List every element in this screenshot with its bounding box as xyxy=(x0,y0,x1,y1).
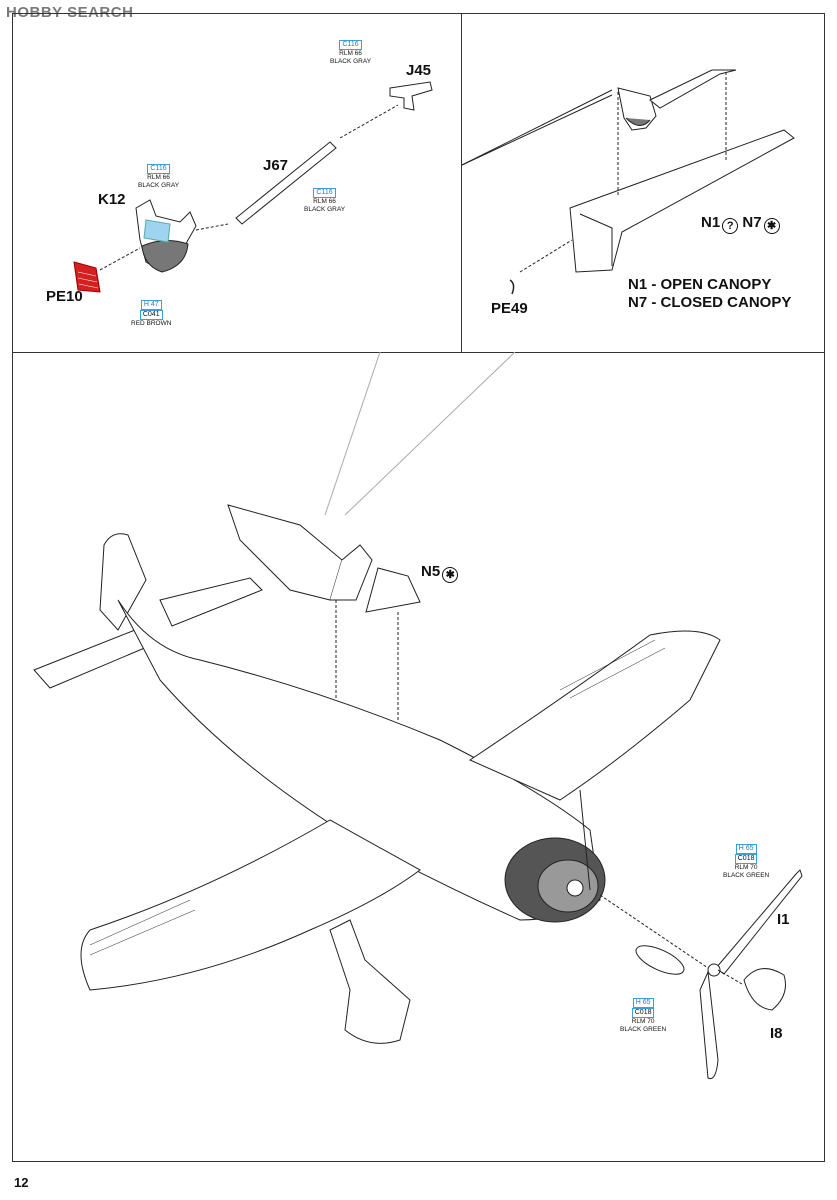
canopy-rear xyxy=(330,544,373,601)
wing-detail xyxy=(89,899,196,956)
paint-callout-pe10: H 47 C041 RED BROWN xyxy=(131,300,171,328)
k12-clear-panel xyxy=(143,219,171,243)
label-j45: J45 xyxy=(406,62,432,79)
paint-name: RLM 66 xyxy=(313,198,336,205)
part-pe49 xyxy=(509,279,515,295)
paint-code-alt: C018 xyxy=(734,854,758,864)
open-canopy-icon: ? xyxy=(722,218,739,234)
label-pe49: PE49 xyxy=(491,300,528,317)
part-i8-spinner xyxy=(743,968,786,1011)
propeller-blade xyxy=(635,945,685,975)
paint-color: BLACK GRAY xyxy=(138,181,180,189)
paint-callout-i1: H 65 C018 RLM 70 BLACK GREEN xyxy=(723,844,769,879)
callout-line xyxy=(461,94,613,166)
pe10-slots xyxy=(77,271,99,289)
part-n5 xyxy=(365,567,421,613)
wing-detail xyxy=(559,639,666,699)
page-number: 12 xyxy=(14,1175,29,1190)
label-j67: J67 xyxy=(263,157,289,174)
canopy-frame xyxy=(579,213,613,266)
label-n5: N5✱ xyxy=(421,563,459,583)
paint-code: H 65 xyxy=(632,998,654,1008)
paint-color: BLACK GREEN xyxy=(723,871,770,879)
guide-line xyxy=(335,600,399,720)
paint-callout-j67: C116 RLM 66 BLACK GRAY xyxy=(304,188,345,213)
part-canopy xyxy=(569,129,795,273)
wing-left xyxy=(80,819,421,991)
canopy-legend: N1 - OPEN CANOPY N7 - CLOSED CANOPY xyxy=(628,276,791,312)
guide-line xyxy=(99,247,141,271)
tailplane-left xyxy=(33,627,155,689)
paint-code: H 65 xyxy=(735,844,757,854)
label-n1-n7: N1? N7✱ xyxy=(701,215,780,234)
callout-line xyxy=(461,89,613,166)
canopy-bracket xyxy=(649,69,737,109)
tailplane-right xyxy=(159,577,263,627)
zoom-line xyxy=(324,351,381,516)
closed-canopy-icon: ✱ xyxy=(763,218,780,234)
n5-text: N5 xyxy=(421,563,441,580)
paint-code-alt: C018 xyxy=(631,1008,655,1018)
label-i8: I8 xyxy=(770,1025,783,1042)
paint-callout-blade: H 65 C018 RLM 70 BLACK GREEN xyxy=(620,998,666,1033)
guide-line xyxy=(195,223,229,231)
fuselage xyxy=(117,599,601,921)
landing-gear xyxy=(329,919,411,1044)
paint-color: BLACK GRAY xyxy=(330,57,372,65)
wing-right xyxy=(468,630,721,801)
guide-line xyxy=(617,72,727,196)
guide-line xyxy=(339,104,399,139)
paint-color: BLACK GRAY xyxy=(304,205,346,213)
paint-code: C116 xyxy=(147,164,170,174)
zoom-line xyxy=(344,351,516,516)
gear-strut xyxy=(579,789,591,891)
prop-hub xyxy=(707,963,721,977)
paint-callout-k12: C116 RLM 66 BLACK GRAY xyxy=(138,164,179,189)
watermark: HOBBY SEARCH xyxy=(6,4,134,21)
label-i1: I1 xyxy=(777,911,790,928)
n1-text: N1 xyxy=(701,214,721,231)
paint-code: C116 xyxy=(339,40,362,50)
paint-name: RLM 70 xyxy=(734,864,758,871)
paint-name: RLM 66 xyxy=(147,174,170,181)
paint-name: RLM 66 xyxy=(339,50,362,57)
label-pe10: PE10 xyxy=(46,288,83,305)
n7-text: N7 xyxy=(742,214,762,231)
paint-color: BLACK GREEN xyxy=(620,1025,667,1033)
legend-closed-canopy: N7 - CLOSED CANOPY xyxy=(628,294,792,311)
part-j67 xyxy=(235,141,337,225)
propeller-blade xyxy=(699,970,719,1080)
legend-open-canopy: N1 - OPEN CANOPY xyxy=(628,276,772,293)
armor-shade xyxy=(625,117,651,126)
paint-callout-j45: C116 RLM 66 BLACK GRAY xyxy=(330,40,371,65)
frame-main xyxy=(12,352,825,1162)
paint-code: H 47 xyxy=(140,300,162,310)
paint-code: C116 xyxy=(313,188,336,198)
part-j45 xyxy=(389,81,433,111)
paint-color: RED BROWN xyxy=(131,320,172,327)
closed-canopy-icon: ✱ xyxy=(442,567,459,583)
prop-hub-mount xyxy=(566,879,584,897)
label-k12: K12 xyxy=(98,191,126,208)
paint-code-alt: C041 xyxy=(139,310,163,320)
paint-name: RLM 70 xyxy=(631,1018,655,1025)
rudder xyxy=(99,533,147,631)
guide-line xyxy=(519,239,573,273)
guide-line xyxy=(599,894,709,969)
k12-shade xyxy=(141,240,189,273)
